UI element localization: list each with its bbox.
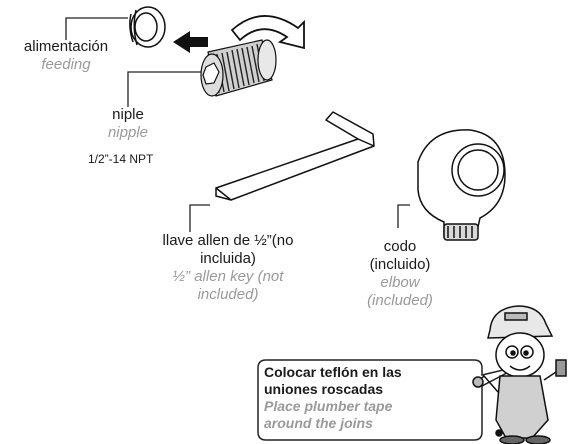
insert-arrow <box>173 31 208 53</box>
feeding-label-es: alimentación <box>23 38 109 55</box>
feeding-label-en: feeding <box>41 56 91 73</box>
tip-es-2: uniones roscadas <box>264 381 384 397</box>
elbow-label-es-2: (incluido) <box>369 256 431 273</box>
allen-key <box>215 111 375 201</box>
tip-es-1: Colocar teflón en las <box>264 364 402 380</box>
threaded-nipple <box>200 39 277 97</box>
elbow-leader <box>397 204 410 228</box>
elbow-label: codo (incluido) elbow (included) <box>350 238 450 310</box>
tip-en-2: around the joins <box>264 415 373 431</box>
tip-balloon <box>257 359 521 441</box>
feeding-leader <box>65 17 128 40</box>
elbow-label-en-2: (included) <box>367 292 433 309</box>
allen-label-en-1: ½” allen key (not <box>172 268 284 285</box>
tip-en-1: Place plumber tape <box>264 398 393 414</box>
nipple-label: niple nipple <box>88 106 168 142</box>
nipple-size-label: 1/2”-14 NPT <box>88 152 154 166</box>
allen-key-label: llave allen de ½”(no incluida) ½” allen … <box>128 232 328 304</box>
nipple-label-es: niple <box>112 106 144 123</box>
elbow-label-en-1: elbow <box>380 274 420 291</box>
rotate-arrow <box>230 15 305 50</box>
allen-label-es-2: incluida) <box>200 250 256 267</box>
elbow <box>417 129 506 241</box>
plumber-mascot <box>472 305 567 444</box>
allen-label-en-2: included) <box>197 286 259 303</box>
elbow-label-es-1: codo <box>383 238 417 255</box>
feeding-label: alimentación feeding <box>6 38 126 74</box>
nipple-leader <box>127 71 205 107</box>
feeding-cap <box>129 6 166 48</box>
tip-text: Colocar teflón en las uniones roscadas P… <box>264 364 402 432</box>
nipple-label-en: nipple <box>107 124 149 141</box>
allen-leader <box>189 204 210 232</box>
allen-label-es-1: llave allen de ½”(no <box>162 232 294 249</box>
